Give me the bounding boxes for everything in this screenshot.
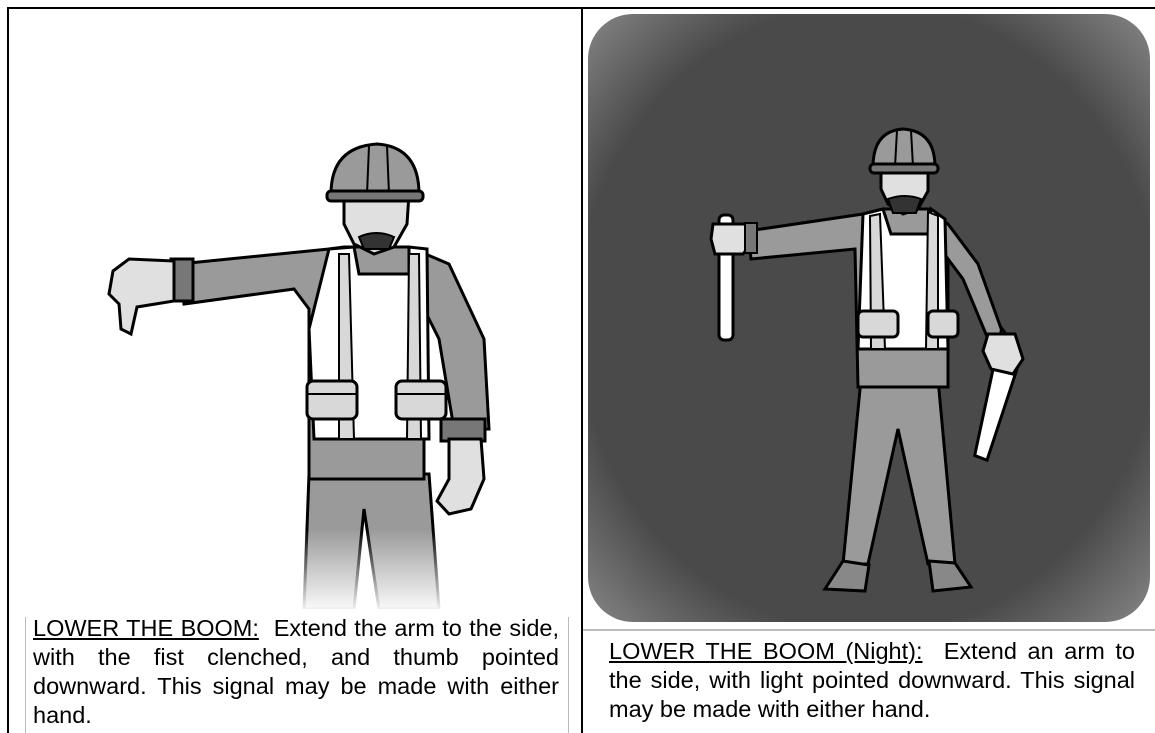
panel-lower-boom-night: LOWER THE BOOM (Night): Extend an arm to…: [583, 9, 1155, 733]
signal-person-thumb-down-illustration: [9, 9, 581, 609]
caption-divider: [583, 629, 1155, 631]
caption-lower-boom: LOWER THE BOOM: Extend the arm to the si…: [33, 614, 559, 730]
caption-title: LOWER THE BOOM (Night):: [609, 638, 922, 664]
caption-title: LOWER THE BOOM:: [33, 615, 259, 641]
caption-lower-boom-night: LOWER THE BOOM (Night): Extend an arm to…: [609, 637, 1135, 724]
signal-person-light-wands-night-illustration: [583, 9, 1155, 629]
panel-lower-boom-day: LOWER THE BOOM: Extend the arm to the si…: [9, 9, 581, 733]
